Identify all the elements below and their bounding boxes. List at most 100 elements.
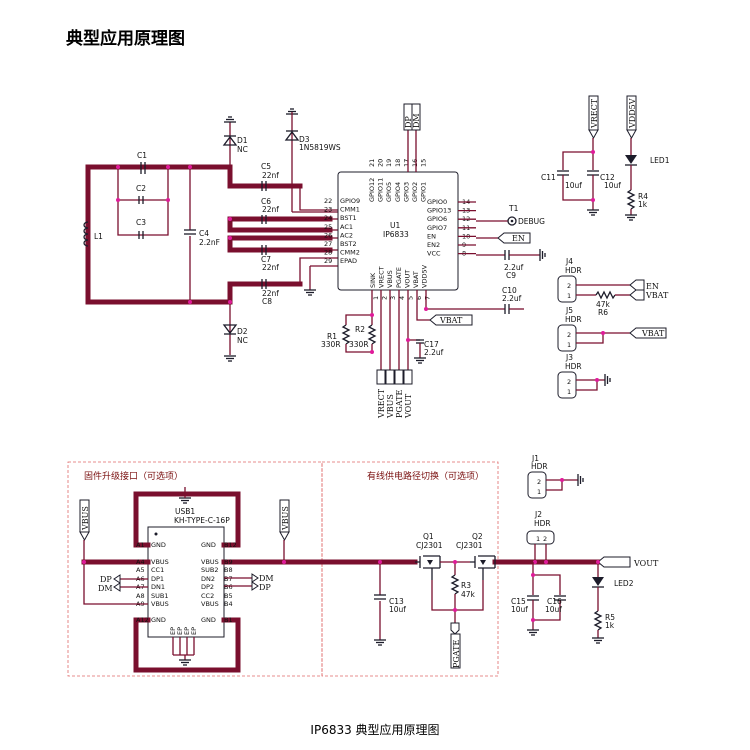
u1-pin-number: 7: [424, 296, 432, 300]
j3-pin2: 2: [567, 378, 571, 386]
d1-label: D1: [237, 136, 248, 145]
c9-value: 2.2uf: [504, 263, 524, 272]
u1-label: U1: [390, 221, 400, 230]
u1-pin-name: SINK: [369, 272, 377, 288]
dm-net-left: DM: [98, 584, 113, 593]
c17-label: C17: [424, 340, 439, 349]
usb-pin-name: DP1: [151, 575, 164, 583]
d3-value: 1N5819WS: [299, 143, 341, 152]
c4-label: C4: [199, 229, 209, 238]
l1-label: L1: [94, 232, 103, 241]
c8-value: 22nf: [262, 289, 279, 298]
j2-value: HDR: [534, 519, 551, 528]
vbus-labels-usb: VBUS VBUS: [79, 499, 290, 605]
vbat-net-mid: VBAT: [416, 290, 473, 326]
vrect-net-top: VRECT: [590, 98, 599, 129]
u1-pin-number: 18: [394, 159, 402, 167]
c6-value: 22nf: [262, 205, 279, 214]
usb-pin-name: VBUS: [151, 600, 169, 608]
sink-resistors: R1 330R R2 330R: [321, 290, 377, 354]
header-J1: J1 HDR 2 1: [527, 454, 584, 499]
r1-value: 330R: [321, 340, 341, 349]
u1-pin-number: 24: [324, 214, 332, 222]
r4-label: R4: [638, 192, 648, 201]
vdd5v-led: VDD5V LED1 R4 1k: [624, 95, 670, 221]
vbat-net-j5: VBAT: [641, 329, 665, 338]
usb-pin-name: GND: [151, 541, 166, 549]
usb-pin-name: SUB2: [201, 566, 218, 574]
t1-label: T1: [508, 204, 519, 213]
c7-value: 22nf: [262, 263, 279, 272]
u1-pin-name: VCC: [427, 250, 441, 258]
d2-value: NC: [237, 336, 248, 345]
usb-pin-number: B12: [224, 541, 237, 549]
u1-pin-name: VRECT: [378, 266, 386, 288]
j4-pin1: 1: [567, 292, 571, 300]
usb-pin-number: A12: [136, 616, 149, 624]
usb-ep-label: EP: [176, 627, 184, 635]
usb-pin-number: B7: [224, 575, 233, 583]
vout-net: VOUT: [633, 559, 659, 568]
c1-label: C1: [137, 151, 147, 160]
j1-value: HDR: [531, 462, 548, 471]
bottom-nets: C17 2.2uf VRECT VBUS PGATE VOUT: [376, 290, 444, 419]
c3-label: C3: [136, 218, 146, 227]
header-J2: J2 HDR 1 2: [526, 510, 555, 564]
u1-pin-number: 28: [324, 249, 332, 257]
usb-pin-number: A1: [136, 541, 145, 549]
usb-ep-label: EP: [169, 627, 177, 635]
usb1-label: USB1: [175, 507, 195, 516]
u1-pin-number: 15: [420, 159, 428, 167]
led1-label: LED1: [650, 156, 670, 165]
page-title: 典型应用原理图: [66, 29, 185, 49]
u1-pin-number: 27: [324, 240, 332, 248]
usb-pin-name: GND: [151, 616, 166, 624]
c5-value: 22nf: [262, 171, 279, 180]
c5-label: C5: [261, 162, 271, 171]
c4-value: 2.2nF: [199, 238, 220, 247]
vbat-net-j4: VBAT: [645, 291, 669, 300]
j5-label: J5: [565, 306, 573, 315]
u1-pin-name: VBUS: [386, 270, 394, 288]
r3-value: 47k: [461, 590, 476, 599]
diode-D3: D3 1N5819WS: [284, 108, 341, 213]
u1-pin-number: 2: [381, 296, 389, 300]
capacitor-bank: C1 C2 C3 C4 2.2nF: [116, 151, 220, 304]
u1-pin-name: BST1: [340, 214, 357, 222]
u1-pin-number: 20: [377, 159, 385, 167]
d1-value: NC: [237, 145, 248, 154]
debug-text: DEBUG: [518, 217, 545, 226]
j2-label: J2: [534, 510, 542, 519]
u1-pin-number: 23: [324, 206, 332, 214]
r5-value: 1k: [605, 621, 615, 630]
u1-pin-name: EPAD: [340, 257, 357, 265]
vcc-cap-c9: 2.2uf C9: [476, 248, 546, 280]
power-switch-section-frame: [321, 461, 499, 677]
mosfet-Q1: Q1 CJ2301: [415, 532, 470, 580]
j1-pin1: 1: [537, 488, 541, 496]
output-caps: C15 10uf C16 10uf: [511, 562, 566, 636]
q2-label: Q2: [472, 532, 483, 541]
u1-pin-name: GPIO11: [377, 178, 385, 202]
u1-pin-name: GPIO12: [368, 178, 376, 202]
vbat-net-mid-label: VBAT: [439, 316, 463, 325]
u1-pin-number: 22: [324, 197, 332, 205]
u1-pin-name: PGATE: [395, 267, 403, 288]
usb-pin-number: B4: [224, 600, 233, 608]
u1-pin-name: CMM1: [340, 206, 360, 214]
usb-pin-name: DP2: [201, 583, 214, 591]
u1-pin-number: 21: [368, 159, 376, 167]
u1-pin-name: GPIO9: [340, 197, 360, 205]
vdd5v-net-top: VDD5V: [628, 98, 637, 129]
u1-pin-name: GPIO2: [411, 182, 419, 202]
usb-pin-number: A4: [136, 558, 145, 566]
mosfet-Q2: Q2 CJ2301: [456, 532, 496, 580]
dm-net-top: DM: [412, 113, 421, 128]
j4-value: HDR: [565, 266, 582, 275]
u1-pin-name: VOUT: [403, 270, 411, 288]
r3-label: R3: [461, 581, 471, 590]
usb-pin-number: A5: [136, 566, 145, 574]
